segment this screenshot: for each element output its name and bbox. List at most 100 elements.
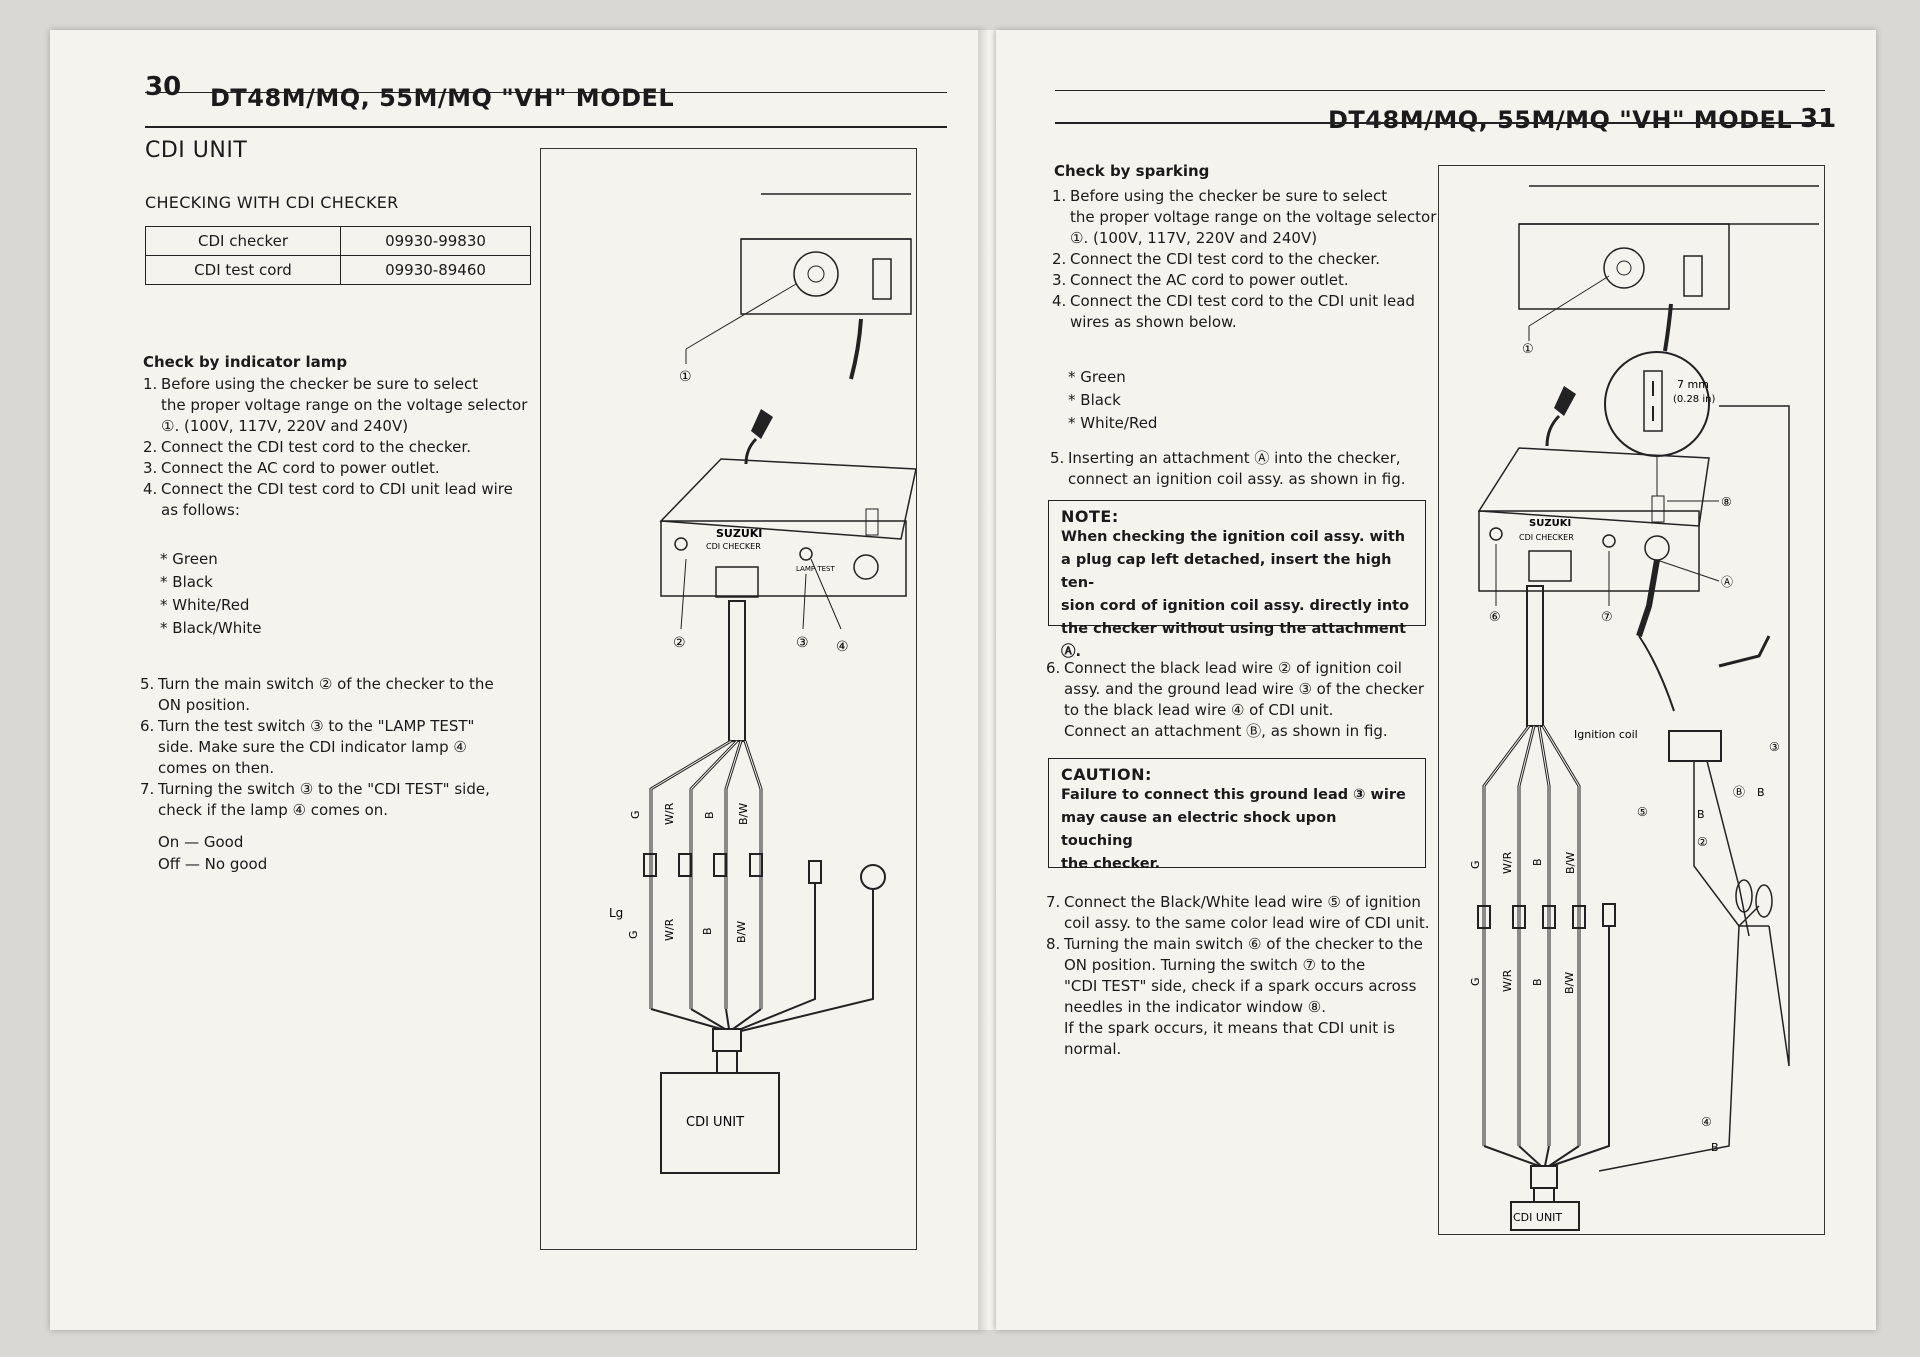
wire-label: G <box>627 930 640 939</box>
voltage-selector-icon <box>1603 247 1645 289</box>
result-good: On — Good <box>158 833 244 851</box>
steps-list: 1.Before using the checker be sure to se… <box>1052 186 1436 333</box>
cdi-unit-label: CDI UNIT <box>686 1115 744 1130</box>
list-item: Black <box>1068 389 1157 412</box>
ignition-coil-icon <box>1668 730 1722 762</box>
right-page-number: 31 <box>1800 104 1837 134</box>
wire-label: W/R <box>663 918 676 941</box>
gap-label: 7 mm <box>1677 378 1709 391</box>
procedure-title: Check by sparking <box>1054 162 1210 180</box>
steps-list: 6.Connect the black lead wire ② of ignit… <box>1046 658 1424 742</box>
callout: ③ <box>1769 740 1780 754</box>
checker-label: CDI CHECKER <box>706 542 761 551</box>
list-item: 3.Connect the AC cord to power outlet. <box>1052 271 1349 289</box>
list-item: 6.Connect the black lead wire ② of ignit… <box>1046 659 1425 740</box>
caution-box: CAUTION: Failure to connect this ground … <box>1048 758 1426 872</box>
list-item: 1.Before using the checker be sure to se… <box>1052 187 1437 247</box>
wire-label: B <box>701 927 714 935</box>
checker-label: CDI CHECKER <box>1519 533 1574 542</box>
list-item: 7.Turning the switch ③ to the "CDI TEST"… <box>140 780 490 819</box>
checker-brand: SUZUKI <box>716 527 762 540</box>
tool-part-number: 09930-89460 <box>340 255 531 285</box>
procedure-title: Check by indicator lamp <box>143 353 348 371</box>
list-item: Black/White <box>160 617 261 640</box>
list-item: 5.Inserting an attachment Ⓐ into the che… <box>1050 449 1406 488</box>
wire-label: B/W <box>737 803 750 825</box>
cdi-checker-box <box>1478 510 1700 592</box>
checker-brand: SUZUKI <box>1529 518 1571 529</box>
left-header-rule-top <box>145 92 947 93</box>
callout: ④ <box>836 639 849 655</box>
right-figure: ① 7 mm (0.28 in) SUZUKI CDI CHECKER ⑥ ⑦ … <box>1438 165 1825 1235</box>
left-header-title: DT48M/MQ, 55M/MQ "VH" MODEL <box>210 84 675 112</box>
wire-label: B <box>703 811 716 819</box>
list-item: 2.Connect the CDI test cord to the check… <box>143 438 471 456</box>
caution-line: Failure to connect this ground lead ③ wi… <box>1061 787 1406 803</box>
wire-label: B/W <box>1564 852 1577 874</box>
note-title: NOTE: <box>1061 507 1119 526</box>
list-item: White/Red <box>1068 412 1157 435</box>
wire-label: G <box>629 810 642 819</box>
caution-title: CAUTION: <box>1061 765 1152 784</box>
callout: ⑥ <box>1489 610 1501 625</box>
list-item: 6.Turn the test switch ③ to the "LAMP TE… <box>140 717 475 777</box>
list-item: 4.Connect the CDI test cord to the CDI u… <box>1052 292 1415 331</box>
callout: Ⓐ <box>1721 575 1733 589</box>
list-item: 7.Connect the Black/White lead wire ⑤ of… <box>1046 893 1430 932</box>
wire-list: Green Black White/Red <box>1068 366 1157 435</box>
wire-label: G <box>1469 977 1482 986</box>
steps-list: 7.Connect the Black/White lead wire ⑤ of… <box>1046 892 1430 1060</box>
callout: ⑧ <box>1721 495 1732 509</box>
tool-name: CDI checker <box>145 226 341 256</box>
note-line: When checking the ignition coil assy. wi… <box>1061 529 1406 545</box>
voltage-selector-icon <box>793 251 839 297</box>
result-bad: Off — No good <box>158 855 268 873</box>
left-header-rule-bottom <box>145 126 947 128</box>
b-label: B <box>1757 786 1765 799</box>
cdi-unit-label: CDI UNIT <box>1513 1211 1562 1224</box>
ignition-coil-label: Ignition coil <box>1574 728 1638 741</box>
cdi-unit-box <box>1510 1201 1580 1231</box>
wire-label: B <box>1531 858 1544 866</box>
wire-label: B <box>1531 978 1544 986</box>
wire-label: W/R <box>1501 969 1514 992</box>
section-title: CDI UNIT <box>145 138 248 163</box>
note-line: a plug cap left detached, insert the hig… <box>1061 552 1392 591</box>
left-page-number: 30 <box>145 72 182 102</box>
list-item: 1.Before using the checker be sure to se… <box>143 375 528 435</box>
caution-line: may cause an electric shock upon touchin… <box>1061 810 1337 849</box>
callout: ④ <box>1701 1115 1712 1129</box>
list-item: 4.Connect the CDI test cord to CDI unit … <box>143 480 513 519</box>
list-item: Green <box>1068 366 1157 389</box>
wire-label: B/W <box>1563 972 1576 994</box>
callout: ① <box>1522 342 1534 357</box>
table-row: CDI test cord 09930-89460 <box>145 255 531 285</box>
list-item: 8.Turning the main switch ⑥ of the check… <box>1046 935 1423 1058</box>
callout: ② <box>1697 835 1708 849</box>
list-item: White/Red <box>160 594 262 617</box>
steps-list: 5.Inserting an attachment Ⓐ into the che… <box>1050 448 1406 490</box>
list-item: 3.Connect the AC cord to power outlet. <box>143 459 440 477</box>
wire-list: Green Black White/Red Black/White <box>160 548 262 640</box>
callout: Ⓑ <box>1733 785 1745 799</box>
tools-table: CDI checker 09930-99830 CDI test cord 09… <box>145 226 531 285</box>
list-item: Green <box>160 548 262 571</box>
b-label: B <box>1711 1141 1719 1154</box>
wire-label: B/W <box>735 921 748 943</box>
callout: ① <box>679 369 692 385</box>
callout: ③ <box>796 635 809 651</box>
note-box: NOTE: When checking the ignition coil as… <box>1048 500 1426 660</box>
right-header-rule-bottom <box>1055 122 1825 124</box>
note-line: sion cord of ignition coil assy. directl… <box>1061 598 1410 614</box>
wire-label: W/R <box>1501 851 1514 874</box>
list-item: Black <box>160 571 262 594</box>
cdi-unit-box <box>660 1072 780 1174</box>
callout: ⑦ <box>1601 610 1613 625</box>
list-item: 2.Connect the CDI test cord to the check… <box>1052 250 1380 268</box>
callout: ② <box>673 635 686 651</box>
callout: ⑤ <box>1637 805 1648 819</box>
right-header-rule-top <box>1055 90 1825 91</box>
left-figure: ① SUZUKI CDI CHECKER LAMP TEST ② ③ ④ G W… <box>540 148 917 1250</box>
steps-list: 5.Turn the main switch ② of the checker … <box>140 674 494 821</box>
b-label: B <box>1697 808 1705 821</box>
